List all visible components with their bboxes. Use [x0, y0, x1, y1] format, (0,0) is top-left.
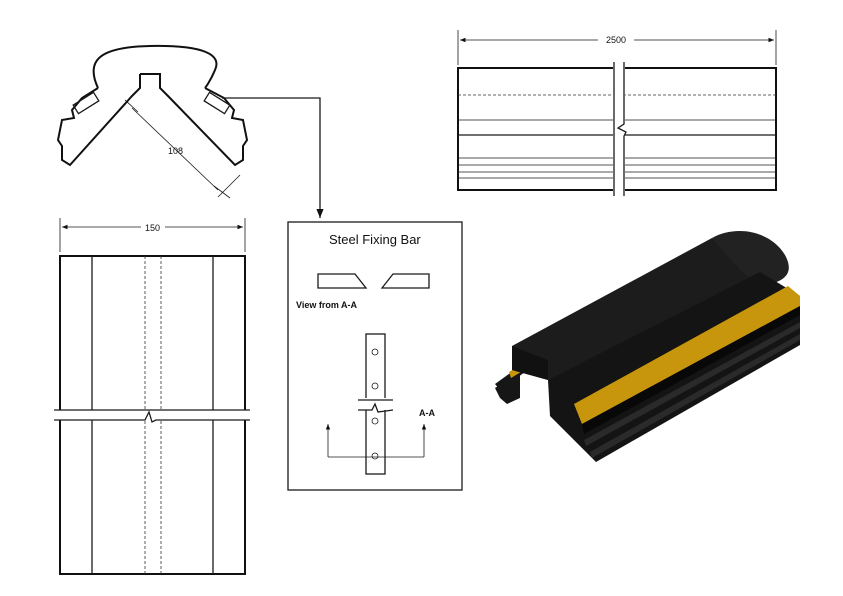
long-view — [457, 30, 777, 196]
view-label: View from A-A — [296, 300, 358, 310]
leader-arrow — [222, 97, 324, 218]
front-view — [50, 218, 255, 575]
product-3d-render — [495, 231, 800, 462]
cross-section-profile — [56, 44, 249, 199]
fixing-bar-detail — [287, 221, 463, 491]
width-dimension-label: 150 — [145, 223, 160, 233]
length-dimension-label: 2500 — [606, 35, 626, 45]
section-label: A-A — [419, 408, 435, 418]
fixing-bar-title: Steel Fixing Bar — [329, 232, 421, 247]
leg-dimension-label: 108 — [168, 146, 183, 156]
